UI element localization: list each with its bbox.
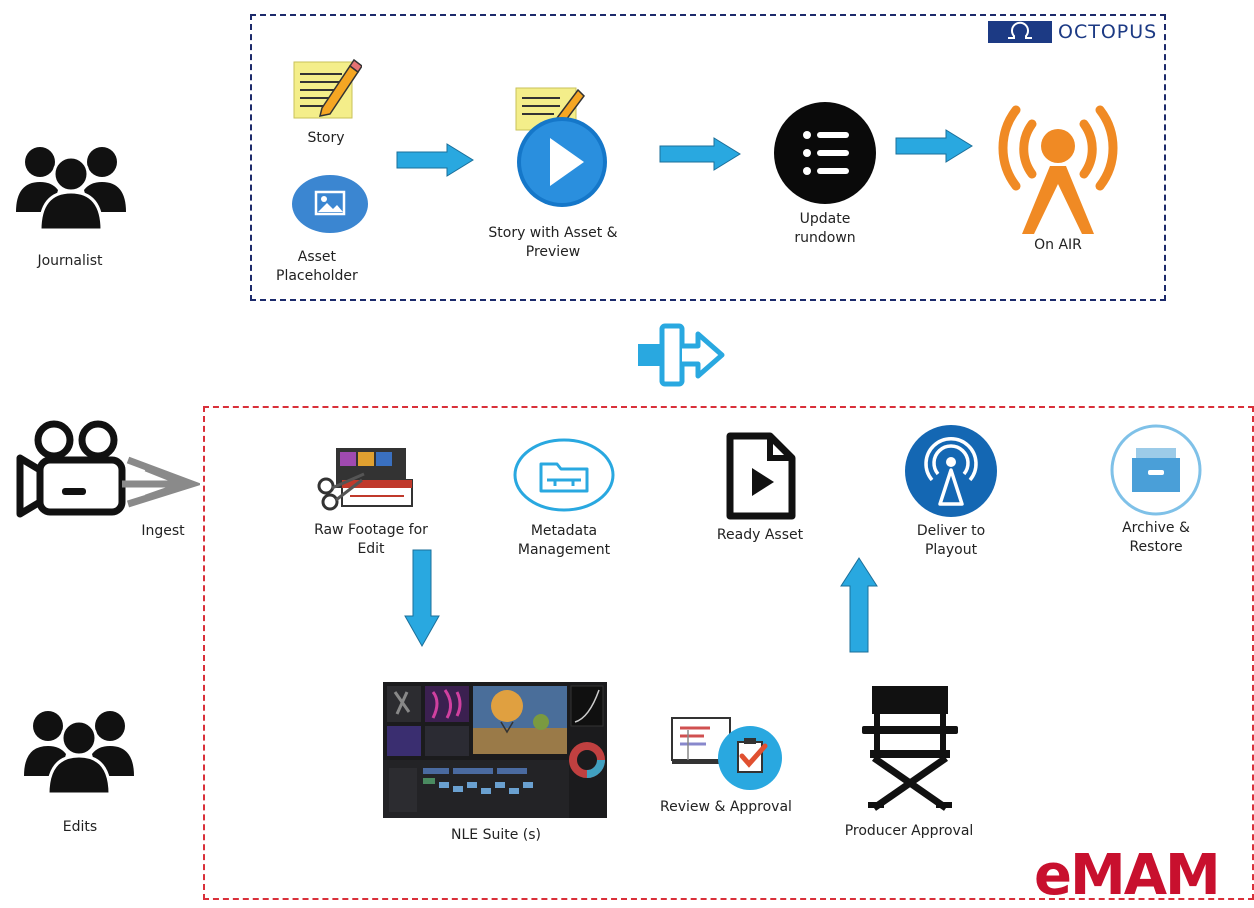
- rundown-list-icon: [774, 102, 876, 204]
- asset-placeholder-line2: Placeholder: [276, 268, 358, 284]
- raw-footage-line2: Edit: [357, 541, 385, 557]
- octopus-workflow-box: [250, 14, 1166, 301]
- journalist-label: Journalist: [37, 253, 103, 269]
- deliver-playout-label: Deliver to Playout: [900, 522, 1002, 560]
- story-with-asset-line2: Preview: [525, 244, 581, 260]
- emam-workflow-box: [203, 406, 1254, 900]
- story-with-asset-line1: Story with Asset &: [488, 225, 618, 241]
- metadata-folder-icon: [513, 438, 615, 512]
- omega-icon: [988, 21, 1052, 43]
- metadata-line1: Metadata: [530, 523, 598, 539]
- octopus-logo-text: OCTOPUS: [1058, 21, 1158, 43]
- deliver-line2: Playout: [924, 542, 978, 558]
- deliver-line1: Deliver to: [916, 523, 986, 539]
- flow-arrow-down-icon: [404, 549, 440, 648]
- emam-logo: eMAM: [1034, 843, 1221, 908]
- update-rundown-label: Update rundown: [780, 210, 870, 248]
- raw-footage-line1: Raw Footage for: [314, 522, 428, 538]
- story-note-icon: [293, 58, 362, 119]
- flow-arrow-right-icon: [659, 137, 741, 171]
- video-camera-icon: [16, 420, 200, 518]
- story-with-asset-label: Story with Asset & Preview: [488, 224, 618, 262]
- director-chair-icon: [862, 686, 958, 811]
- edits-label: Edits: [62, 819, 98, 835]
- metadata-line2: Management: [517, 542, 611, 558]
- archive-restore-label: Archive & Restore: [1104, 519, 1208, 557]
- asset-placeholder-label: Asset Placeholder: [276, 248, 358, 286]
- image-placeholder-icon: [292, 175, 368, 233]
- film-clapper-scissors-icon: [317, 448, 413, 511]
- raw-footage-label: Raw Footage for Edit: [306, 521, 436, 559]
- archive-box-icon: [1110, 424, 1202, 516]
- update-rundown-line2: rundown: [794, 230, 856, 246]
- journalist-group-icon: [16, 147, 126, 230]
- archive-line1: Archive &: [1122, 520, 1190, 536]
- archive-line2: Restore: [1129, 539, 1183, 555]
- ready-asset-label: Ready Asset: [716, 527, 804, 543]
- playout-broadcast-icon: [905, 425, 997, 517]
- update-rundown-line1: Update: [799, 211, 851, 227]
- producer-approval-label: Producer Approval: [844, 823, 974, 839]
- nle-suite-label: NLE Suite (s): [451, 827, 541, 843]
- flow-arrow-right-icon: [396, 143, 474, 177]
- review-approval-label: Review & Approval: [660, 799, 792, 815]
- flow-arrow-up-icon: [840, 557, 878, 653]
- octopus-logo: OCTOPUS: [988, 19, 1156, 45]
- asset-placeholder-line1: Asset: [297, 249, 337, 265]
- on-air-label: On AIR: [1034, 237, 1082, 253]
- on-air-broadcast-icon: [998, 105, 1118, 234]
- metadata-management-label: Metadata Management: [506, 522, 622, 560]
- edits-group-icon: [24, 711, 134, 794]
- story-label: Story: [307, 130, 345, 146]
- integration-connector-icon: [638, 323, 725, 387]
- flow-arrow-right-icon: [895, 129, 973, 163]
- ingest-label: Ingest: [141, 523, 185, 539]
- video-file-icon: [726, 432, 796, 520]
- review-approval-icon: [671, 717, 782, 790]
- story-preview-icon: [515, 87, 607, 207]
- nle-editor-screenshot: [383, 682, 607, 818]
